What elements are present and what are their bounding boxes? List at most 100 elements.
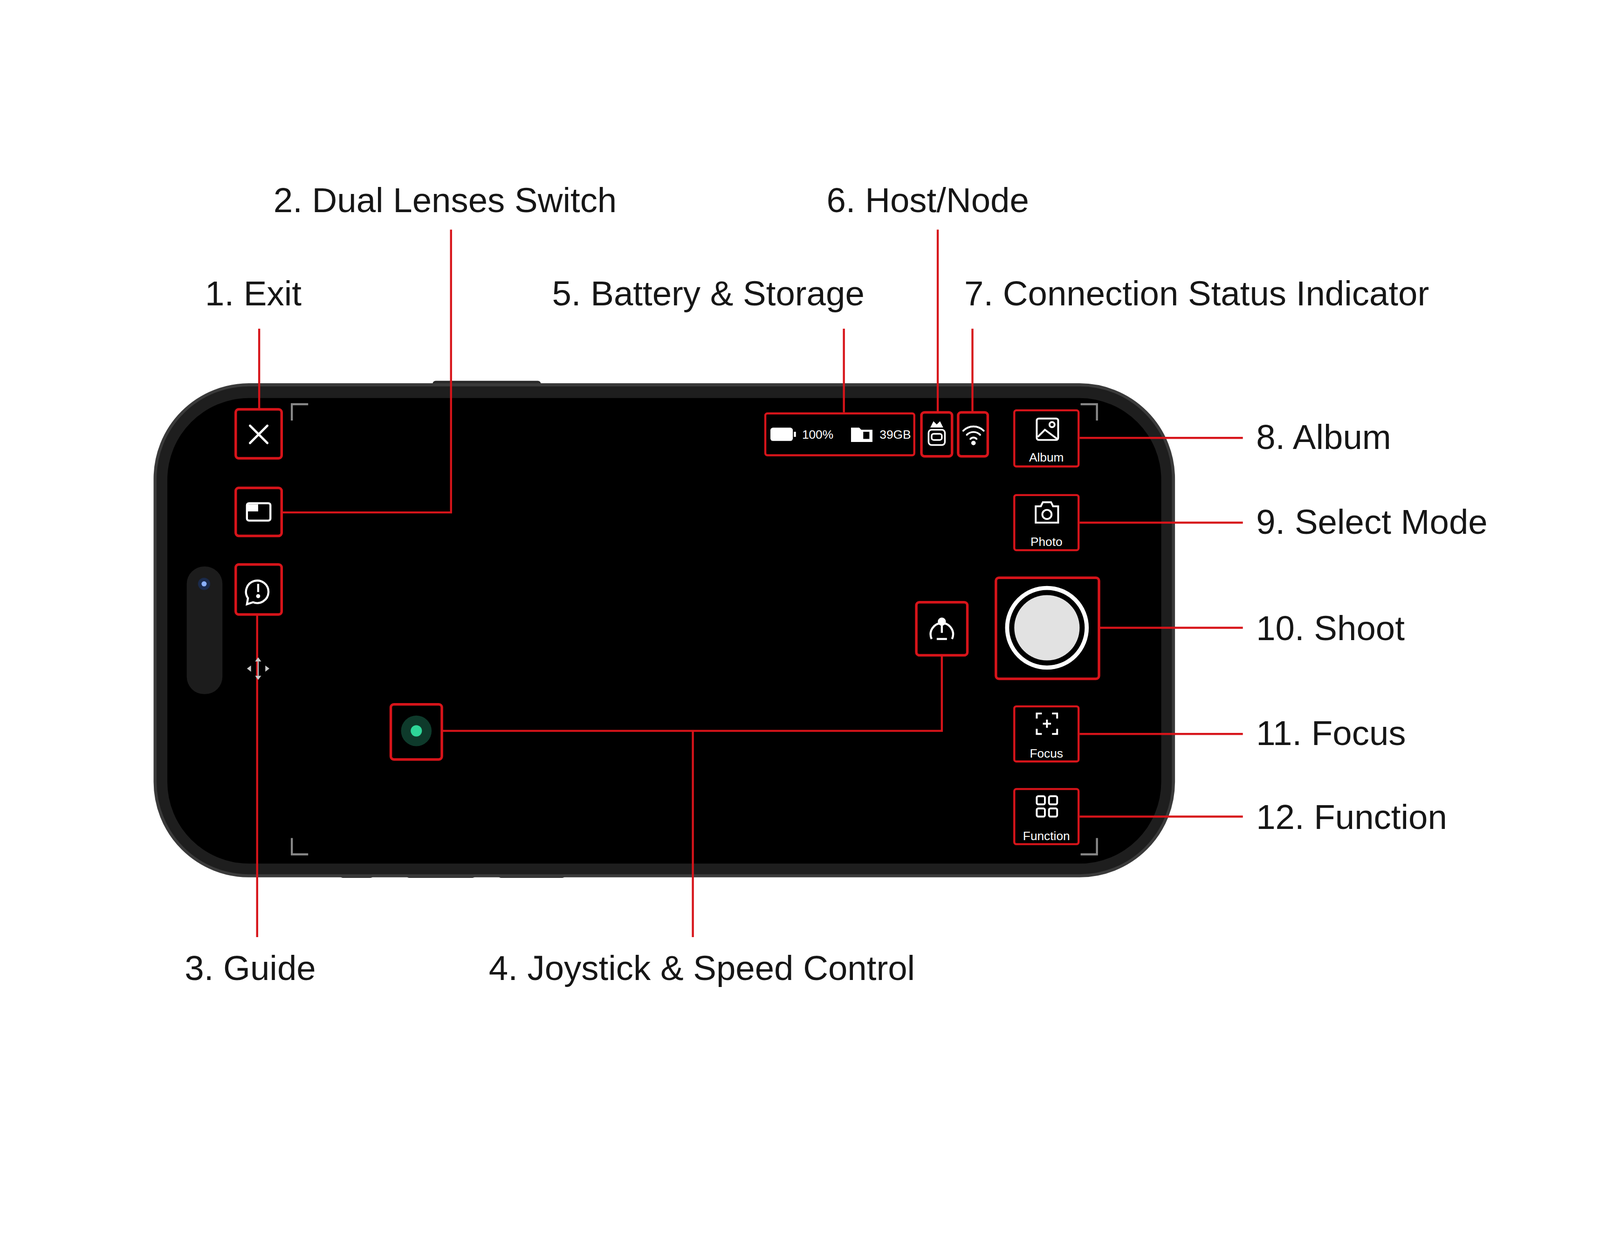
focus-icon	[1036, 713, 1058, 734]
wifi-icon	[972, 441, 976, 445]
guide-icon	[257, 583, 260, 592]
node-text: 39GB	[879, 426, 911, 443]
callout-label: 3. Guide	[184, 944, 316, 990]
callout-label: 2. Dual Lenses Switch	[273, 177, 618, 223]
leader-line	[257, 229, 1243, 937]
exit-icon	[249, 425, 268, 443]
function-icon	[1049, 808, 1058, 817]
callout-label: 8. Album	[1256, 414, 1392, 460]
speed-icon	[938, 618, 945, 625]
frame-corner	[291, 837, 309, 855]
exit-icon	[249, 425, 268, 443]
function-icon	[1036, 796, 1058, 817]
phone-frame	[167, 398, 1161, 864]
callout-label: 12. Function	[1256, 793, 1448, 839]
dual-lens-icon	[247, 502, 271, 521]
dual-lens-icon	[247, 502, 271, 521]
album-icon	[1036, 418, 1058, 440]
leader-line	[258, 328, 261, 410]
battery-icon	[793, 431, 796, 437]
highlight-box	[995, 577, 1099, 679]
host-icon	[928, 429, 945, 446]
function-button: Function	[1013, 787, 1080, 845]
highlight-box	[235, 487, 282, 536]
leader-line	[1098, 626, 1243, 629]
joystick-icon	[410, 725, 422, 737]
album-icon	[1049, 421, 1055, 427]
shutter-button	[1007, 587, 1087, 668]
dual-lens-icon	[247, 504, 259, 512]
phone-frame	[155, 380, 1174, 878]
album-icon	[1037, 429, 1058, 440]
leader-line	[256, 614, 259, 937]
highlight-box	[235, 409, 1099, 760]
leader-line	[1079, 732, 1243, 735]
guide-icon	[246, 580, 269, 605]
node-text: 100%	[802, 426, 834, 443]
frame-corner	[1080, 404, 1098, 421]
callout-label: 11. Focus	[1256, 710, 1406, 756]
host-icon	[931, 433, 942, 440]
storage-icon	[851, 427, 873, 442]
status-box: 100% 39GB	[764, 412, 916, 457]
leader-line	[1079, 521, 1243, 524]
highlight-box	[916, 602, 968, 656]
highlight-box	[958, 412, 988, 457]
shutter-button	[1007, 587, 1087, 668]
callout-label: 1. Exit	[205, 270, 302, 316]
album-button: Album	[1013, 409, 1080, 468]
battery-icon	[770, 427, 797, 441]
focus-icon	[1043, 722, 1052, 725]
album-icon	[1036, 418, 1058, 440]
focus-icon	[1036, 728, 1042, 734]
move-icon	[254, 657, 261, 662]
storage-icon	[863, 431, 870, 439]
callout-label: 5. Battery & Storage	[551, 270, 865, 316]
node-text: Photo	[1015, 533, 1078, 550]
node-text: Function	[1015, 827, 1078, 845]
wifi-icon	[963, 426, 984, 431]
frame-corner	[291, 404, 309, 421]
speed-icon	[936, 637, 948, 640]
leader-line	[971, 328, 974, 413]
camera-island	[201, 581, 207, 587]
highlight-box	[235, 409, 282, 459]
host-icon	[928, 422, 945, 445]
callout-label: 9. Select Mode	[1256, 499, 1488, 544]
leader-line	[936, 229, 939, 413]
mode-button: Photo	[1013, 494, 1080, 552]
callout-label: 4. Joystick & Speed Control	[488, 944, 915, 990]
camera-island	[198, 577, 211, 590]
frame-corner	[1080, 837, 1098, 855]
photo-icon	[1035, 501, 1058, 523]
camera-island	[186, 566, 223, 694]
move-icon	[257, 661, 259, 676]
joystick-icon	[400, 715, 432, 747]
focus-icon	[1051, 728, 1058, 734]
node-text: Album	[1015, 448, 1078, 466]
callout-label: 10. Shoot	[1256, 604, 1405, 650]
guide-icon	[257, 594, 260, 597]
move-icon	[247, 657, 270, 680]
guide-icon	[246, 580, 269, 605]
host-icon	[931, 422, 942, 427]
frame-corner	[291, 404, 1097, 855]
wifi-icon	[970, 437, 977, 439]
photo-icon	[1035, 501, 1058, 523]
highlight-box	[921, 412, 953, 457]
battery-icon	[770, 427, 793, 441]
storage-icon	[851, 427, 873, 442]
wifi-icon	[963, 426, 984, 445]
callout-label: 7. Connection Status Indicator	[964, 270, 1429, 316]
photo-icon	[1042, 509, 1052, 520]
camera-island	[186, 566, 223, 694]
focus-button: Focus	[1013, 705, 1080, 763]
shutter-button	[1014, 594, 1080, 660]
node-text: Focus	[1015, 744, 1078, 762]
function-icon	[1036, 808, 1045, 817]
callout-label: 6. Host/Node	[826, 177, 1029, 223]
move-icon	[247, 665, 252, 672]
joystick-icon	[400, 715, 432, 747]
leader-line	[842, 328, 845, 413]
leader-line	[691, 730, 694, 937]
